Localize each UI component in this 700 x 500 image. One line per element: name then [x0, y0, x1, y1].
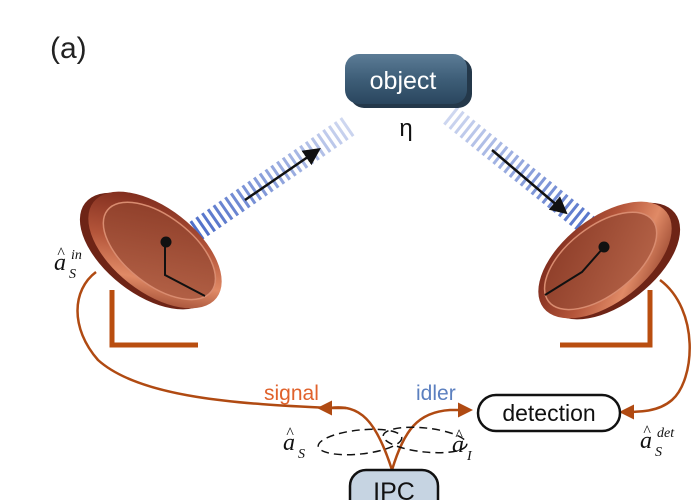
- entanglement-loops: [317, 426, 468, 456]
- svg-text:^: ^: [57, 245, 65, 262]
- mirror-left: [79, 191, 222, 348]
- return-path: [619, 279, 691, 420]
- beam-arrow-left: [244, 148, 321, 202]
- detection-box: detection: [476, 393, 622, 433]
- beam-left: [183, 115, 357, 245]
- svg-text:det: det: [657, 426, 675, 441]
- svg-text:S: S: [69, 267, 76, 282]
- ipc-source: IPC: [348, 468, 440, 500]
- svg-text:I: I: [466, 449, 473, 464]
- beam-right: [443, 106, 607, 244]
- svg-text:S: S: [655, 445, 662, 460]
- signal-label: signal: [264, 382, 319, 405]
- signal-path: [76, 271, 394, 471]
- operator-a-s: ^ a S: [283, 425, 305, 462]
- idler-label: idler: [416, 382, 456, 405]
- svg-text:^: ^: [286, 425, 294, 442]
- operator-a-s-in: ^ a in S: [54, 245, 82, 282]
- svg-text:a: a: [452, 432, 464, 458]
- object-block: object: [345, 54, 472, 108]
- mirror-right: [538, 201, 681, 348]
- operator-a-i: ^ a I: [452, 427, 473, 464]
- svg-text:S: S: [298, 447, 305, 462]
- operator-a-s-det: ^ a det S: [640, 423, 675, 460]
- svg-text:a: a: [640, 428, 652, 454]
- object-eta-symbol: η: [399, 115, 412, 142]
- svg-text:^: ^: [643, 423, 651, 440]
- beam-arrow-right: [491, 149, 568, 215]
- panel-label: (a): [50, 32, 87, 65]
- svg-text:in: in: [71, 248, 82, 263]
- idler-path: [390, 402, 473, 471]
- object-label: object: [370, 67, 437, 95]
- svg-text:a: a: [283, 430, 295, 456]
- svg-text:a: a: [54, 250, 66, 276]
- detection-label: detection: [502, 400, 595, 426]
- svg-text:^: ^: [455, 427, 463, 444]
- ipc-label: IPC: [373, 478, 415, 500]
